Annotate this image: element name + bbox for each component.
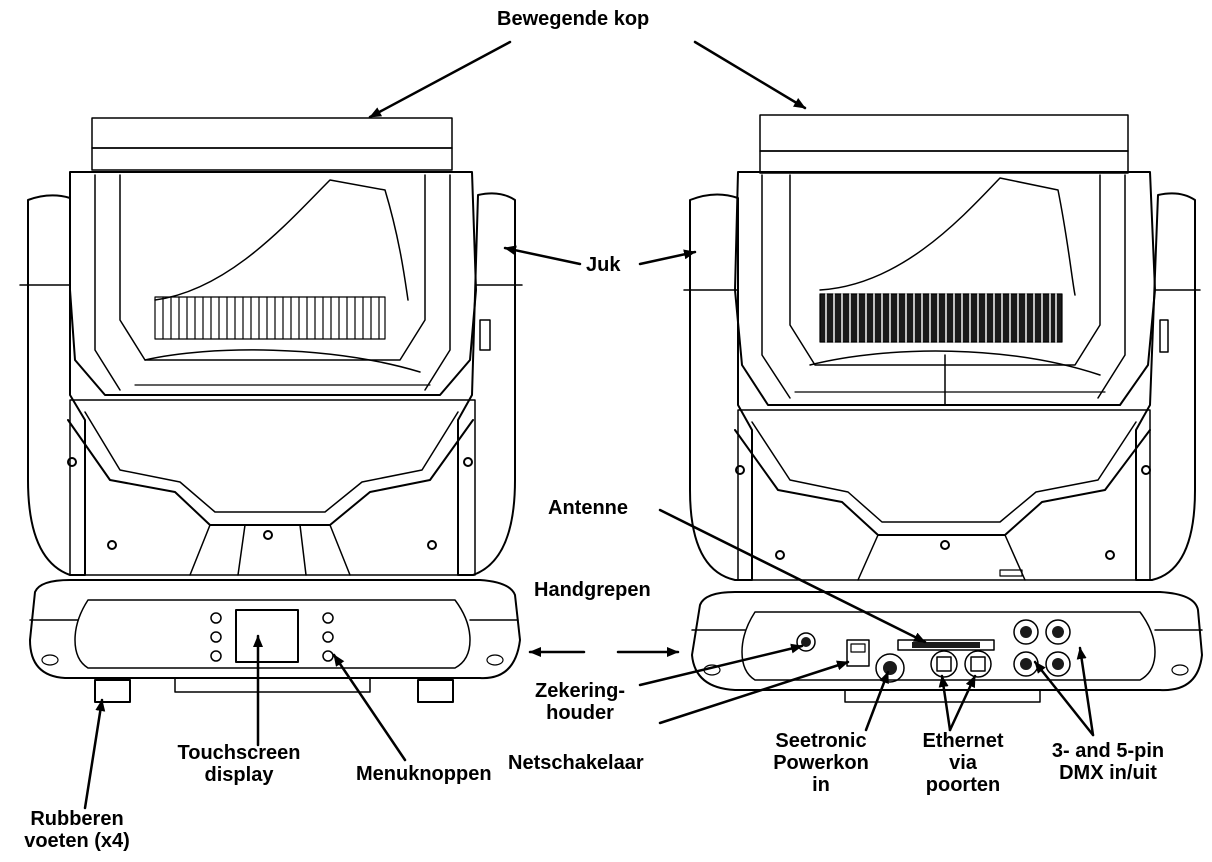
rubber-foot (417, 679, 454, 703)
label-touchscreen-display: Touchscreen display (177, 742, 301, 786)
antenna-slot (897, 639, 995, 651)
callout-arrows (83, 40, 1095, 810)
menu-buttons-left (210, 612, 334, 662)
right-fixture (683, 114, 1203, 703)
touchscreen-display-left (235, 609, 299, 663)
label-moving-head: Bewegende kop (497, 8, 650, 30)
rubber-foot (94, 679, 131, 703)
label-power-switch: Netschakelaar (508, 752, 644, 774)
label-ethernet-ports: Ethernet via poorten (922, 730, 1004, 796)
label-yoke: Juk (586, 254, 621, 276)
label-dmx-in-out: 3- and 5-pin DMX in/uit (1051, 740, 1165, 784)
head-fins-right (819, 293, 1063, 343)
powerkon-connector (875, 653, 905, 683)
head-fins-left (154, 296, 386, 340)
dmx-connectors (1013, 619, 1071, 677)
label-fuse-holder: Zekering- houder (534, 680, 626, 724)
left-fixture (19, 117, 523, 703)
fuse-holder-icon (796, 632, 816, 652)
label-handles: Handgrepen (534, 579, 651, 601)
label-menu-buttons: Menuknoppen (356, 763, 492, 785)
ethernet-ports (930, 650, 992, 678)
label-antenna: Antenne (548, 497, 628, 519)
label-rubber-feet: Rubberen voeten (x4) (24, 808, 130, 852)
power-switch-icon (846, 639, 870, 667)
label-powerkon-in: Seetronic Powerkon in (773, 730, 869, 796)
